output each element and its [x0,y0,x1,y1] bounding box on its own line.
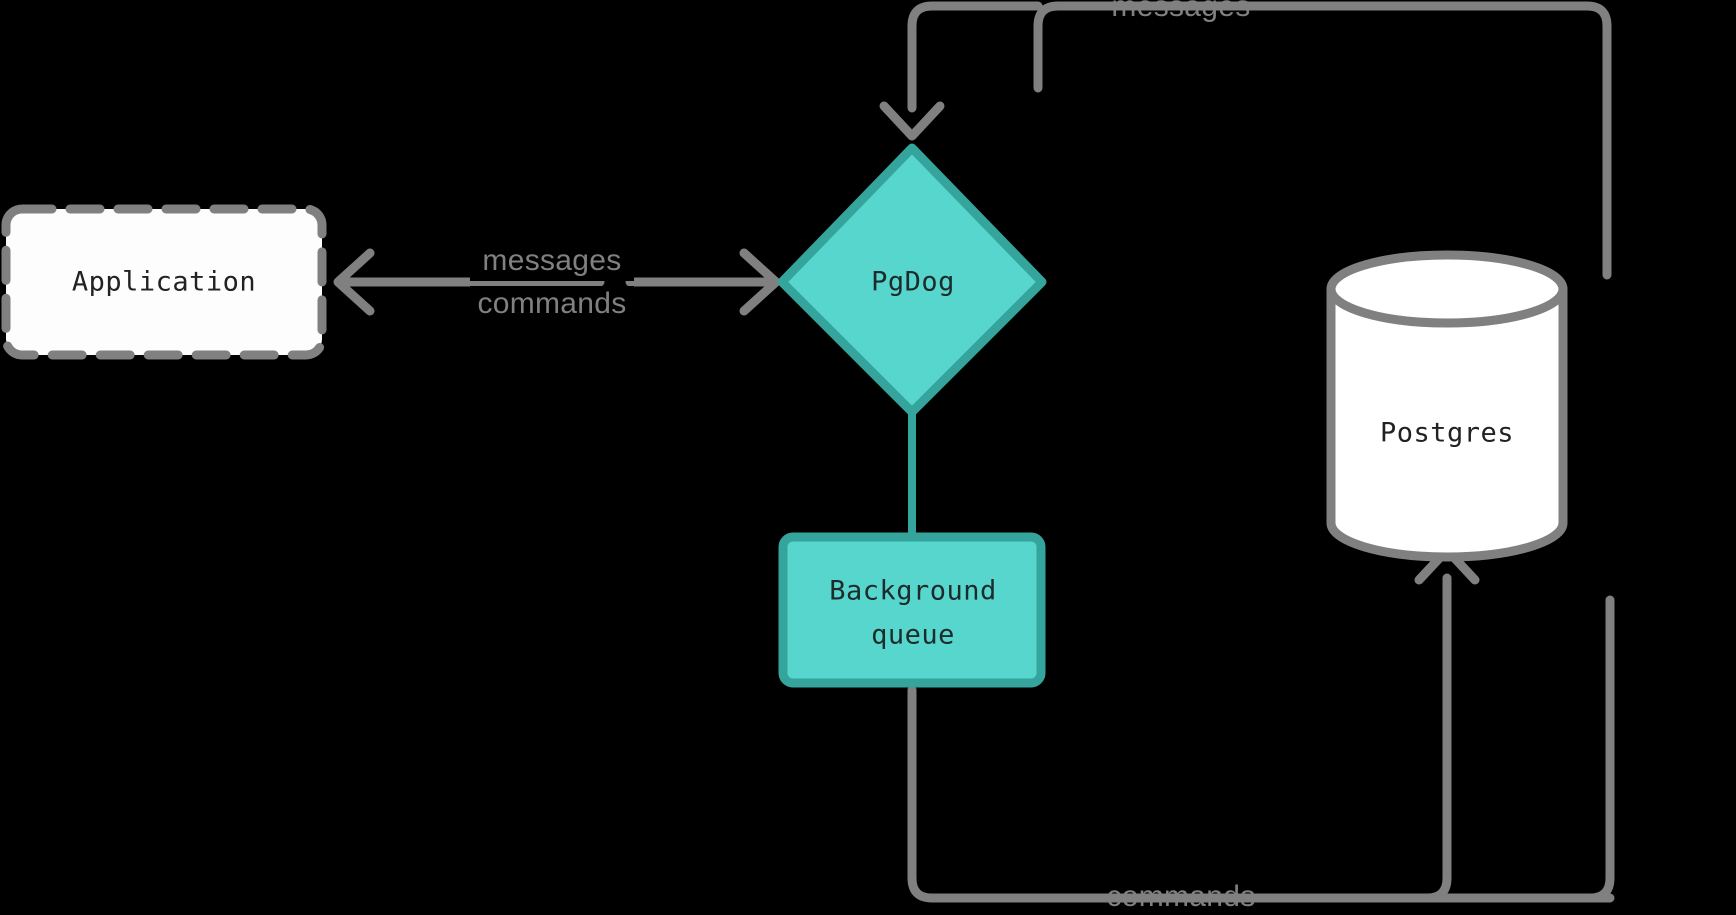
edge-app-to-pgdog [333,248,781,316]
node-background-queue-label-line1: Background [829,576,997,607]
edge-label-postgres-pgdog: messages [1111,0,1250,23]
node-postgres-label: Postgres [1380,418,1514,449]
node-background-queue[interactable]: Background queue [778,532,1046,688]
node-application-label: Application [72,267,256,298]
edge-label-commands-app: commands [477,287,626,320]
node-postgres[interactable]: Postgres [1326,250,1568,562]
edge-label-app-pgdog: messages commands [470,243,634,324]
edge-label-messages-top: messages [1111,0,1250,23]
edge-label-queue-postgres: commands [1106,880,1255,913]
node-pgdog-label: PgDog [871,267,955,298]
node-pgdog[interactable]: PgDog [777,143,1047,417]
node-background-queue-label-line2: queue [871,620,955,651]
edge-postgres-to-pgdog [879,1,1612,280]
edge-label-messages-app: messages [482,244,621,277]
node-application[interactable]: Application [1,204,327,360]
edge-label-commands-bottom: commands [1106,880,1255,913]
